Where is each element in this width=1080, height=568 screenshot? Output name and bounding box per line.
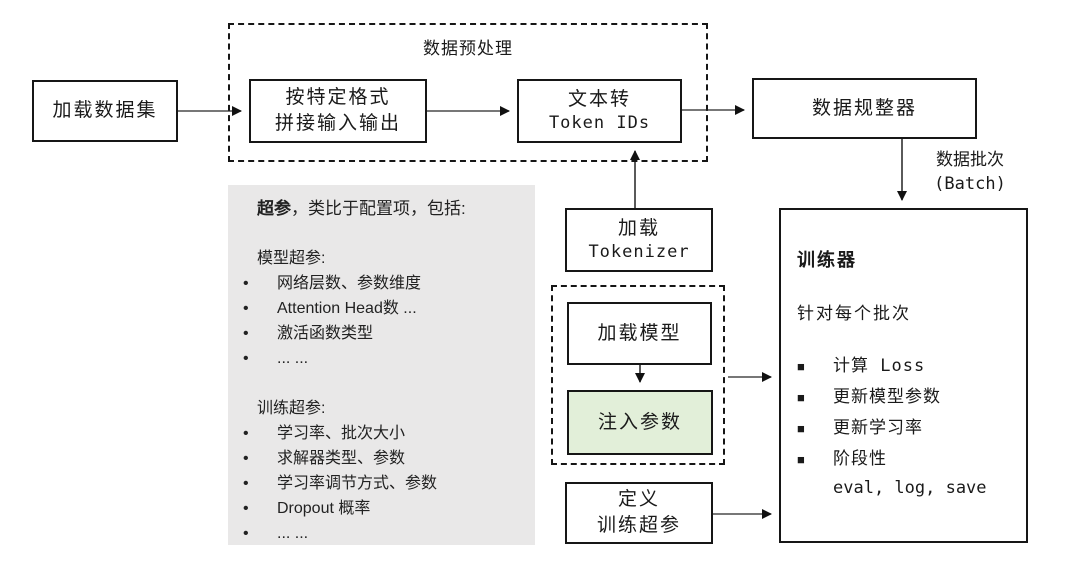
trainer-task-label: 计算 Loss (833, 356, 926, 376)
dot-bullet-icon: • (243, 300, 249, 317)
batch-annotation: 数据批次 (Batch) (908, 147, 1032, 197)
trainer-task: ■ 更新模型参数 (797, 382, 1018, 413)
list-item-label: 学习率、批次大小 (277, 425, 406, 442)
box-text-to-token-line2: Token IDs (548, 113, 651, 134)
trainer-task-label: 阶段性 (833, 449, 887, 469)
list-item-label: Dropout 概率 (277, 500, 371, 517)
box-load-tokenizer-line2: Tokenizer (588, 242, 690, 263)
box-format-concat-line1: 按特定格式 (285, 87, 391, 109)
dot-bullet-icon: • (243, 425, 249, 442)
square-bullet-icon: ■ (797, 359, 806, 374)
model-container (551, 285, 725, 465)
list-item-label: 网络层数、参数维度 (277, 275, 422, 292)
list-item: • 网络层数、参数维度 (243, 271, 527, 296)
list-item-label: ... ... (277, 350, 309, 367)
batch-annotation-line1: 数据批次 (936, 150, 1004, 169)
box-inject-params-label: 注入参数 (597, 411, 682, 433)
list-item: • 求解器类型、参数 (243, 446, 527, 471)
trainer-task: ■ 更新学习率 (797, 413, 1018, 444)
model-hyperparams-list: •网络层数、参数维度 •Attention Head数 ... •激活函数类型 … (228, 271, 527, 371)
dot-bullet-icon: • (243, 275, 249, 292)
box-data-collator: 数据规整器 (752, 78, 977, 139)
box-text-to-token-ids: 文本转 Token IDs (517, 79, 682, 143)
trainer-task: ■ 阶段性 (797, 444, 1018, 475)
batch-annotation-line2: (Batch) (934, 174, 1006, 194)
box-define-hyperparams-line2: 训练超参 (596, 515, 681, 536)
box-inject-params: 注入参数 (567, 390, 713, 455)
box-text-to-token-line1: 文本转 (567, 88, 631, 110)
trainer-task-label: 更新学习率 (833, 418, 923, 438)
square-bullet-icon: ■ (797, 421, 806, 436)
box-load-dataset-label: 加载数据集 (52, 100, 158, 122)
box-define-hyperparams: 定义 训练超参 (565, 482, 713, 544)
trainer-task: ■ 计算 Loss (797, 351, 1018, 382)
list-item: • Attention Head数 ... (243, 296, 527, 321)
list-item: • Dropout 概率 (243, 496, 527, 521)
trainer-title: 训练器 (797, 250, 857, 270)
dot-bullet-icon: • (243, 350, 249, 367)
hyperparam-note: 超参，类比于配置项，包括: 模型超参: • 网络层数、参数维度 • Attentio… (228, 185, 535, 545)
dot-bullet-icon: • (243, 475, 249, 492)
trainer-task-note: eval, log, save (833, 478, 987, 498)
box-format-concat-line2: 拼接输入输出 (274, 113, 401, 134)
trainer-task-list: ■ 计算 Loss ■ 更新模型参数 ■ 更新学习率 ■ 阶段性 (797, 351, 1018, 475)
box-load-tokenizer: 加载 Tokenizer (565, 208, 713, 272)
square-bullet-icon: ■ (797, 390, 806, 405)
list-item-label: 激活函数类型 (277, 325, 374, 342)
preprocess-container-label: 数据预处理 (423, 39, 513, 58)
hyperparam-note-intro-rest: ，类比于配置项，包括: (291, 199, 466, 218)
hyperparam-note-intro: 超参，类比于配置项，包括: (257, 196, 527, 221)
box-load-tokenizer-line1: 加载 (617, 217, 660, 239)
trainer-subtitle: 针对每个批次 (797, 304, 911, 323)
dot-bullet-icon: • (243, 325, 249, 342)
dot-bullet-icon: • (243, 525, 249, 542)
box-define-hyperparams-line1: 定义 (617, 489, 660, 511)
train-hyperparams-list: • 学习率、批次大小 • 求解器类型、参数 • 学习率调节方式、参数 • Dropout… (228, 421, 527, 546)
list-item-label: ... ... (277, 525, 309, 542)
trainer-task-label: 更新模型参数 (833, 387, 941, 407)
train-hyperparams-header: 训练超参: (257, 400, 326, 417)
box-data-collator-label: 数据规整器 (811, 97, 917, 119)
box-format-concat: 按特定格式 拼接输入输出 (249, 79, 427, 143)
list-item: • 学习率调节方式、参数 (243, 471, 527, 496)
box-trainer: 训练器 针对每个批次 ■ 计算 Loss ■ 更新模型参数 ■ 更新学习率 ■ … (779, 208, 1028, 543)
dot-bullet-icon: • (243, 500, 249, 517)
list-item: • ... ... (243, 521, 527, 546)
box-load-dataset: 加载数据集 (32, 80, 178, 142)
list-item-label: Attention Head数 ... (277, 300, 417, 317)
list-item: • 学习率、批次大小 (243, 421, 527, 446)
box-load-model: 加载模型 (567, 302, 712, 365)
preprocess-container: 数据预处理 (228, 23, 708, 162)
model-hyperparams-header: 模型超参: (257, 250, 326, 267)
list-item: • ... ... (243, 346, 527, 371)
list-item-label: 学习率调节方式、参数 (277, 475, 438, 492)
list-item-label: 求解器类型、参数 (277, 450, 406, 467)
list-item: • 激活函数类型 (243, 321, 527, 346)
square-bullet-icon: ■ (797, 452, 806, 467)
hyperparam-note-intro-bold: 超参 (257, 199, 291, 218)
dot-bullet-icon: • (243, 450, 249, 467)
box-load-model-label: 加载模型 (597, 322, 682, 344)
